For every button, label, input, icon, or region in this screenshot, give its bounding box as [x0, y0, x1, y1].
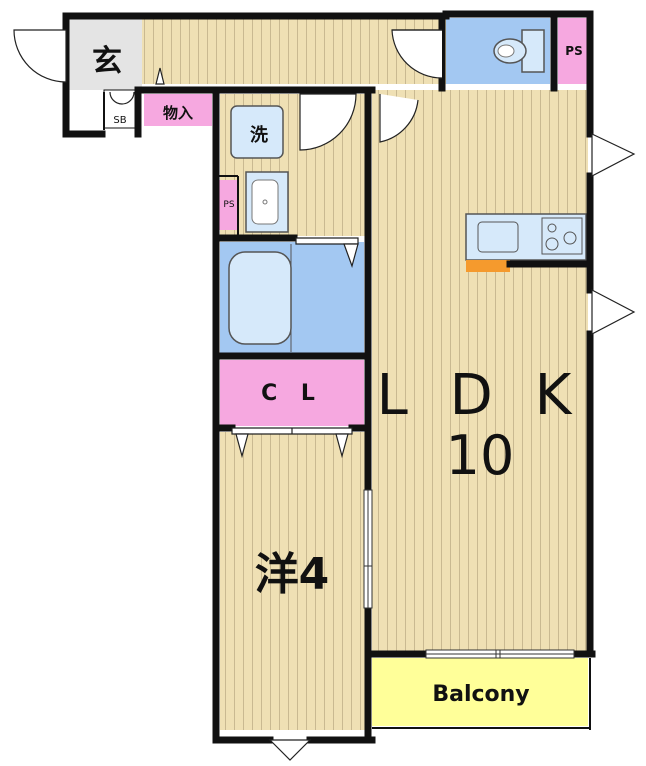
- kitchen-counter-icon: [465, 213, 587, 261]
- sliding-partition: [363, 489, 373, 609]
- corridor-floor: [140, 16, 446, 84]
- closet-floor: [220, 360, 364, 426]
- genkan-floor: [66, 16, 142, 90]
- ps-top-area: [558, 18, 590, 84]
- ldk-floor: [372, 90, 588, 652]
- thin-walls: [103, 92, 591, 730]
- washbasin-drain: [262, 199, 268, 205]
- ps-side-area: [218, 180, 238, 230]
- washing-machine-icon: [230, 105, 284, 159]
- doors: [13, 29, 636, 761]
- range-hood-marker: [466, 260, 510, 272]
- bathtub-icon: [228, 251, 292, 345]
- balcony-window: [425, 649, 575, 659]
- balcony-floor: [372, 658, 588, 726]
- washbasin-bowl: [251, 179, 279, 225]
- storage-floor: [144, 94, 212, 126]
- western-room-floor: [220, 432, 366, 730]
- toilet-icon: [493, 29, 545, 73]
